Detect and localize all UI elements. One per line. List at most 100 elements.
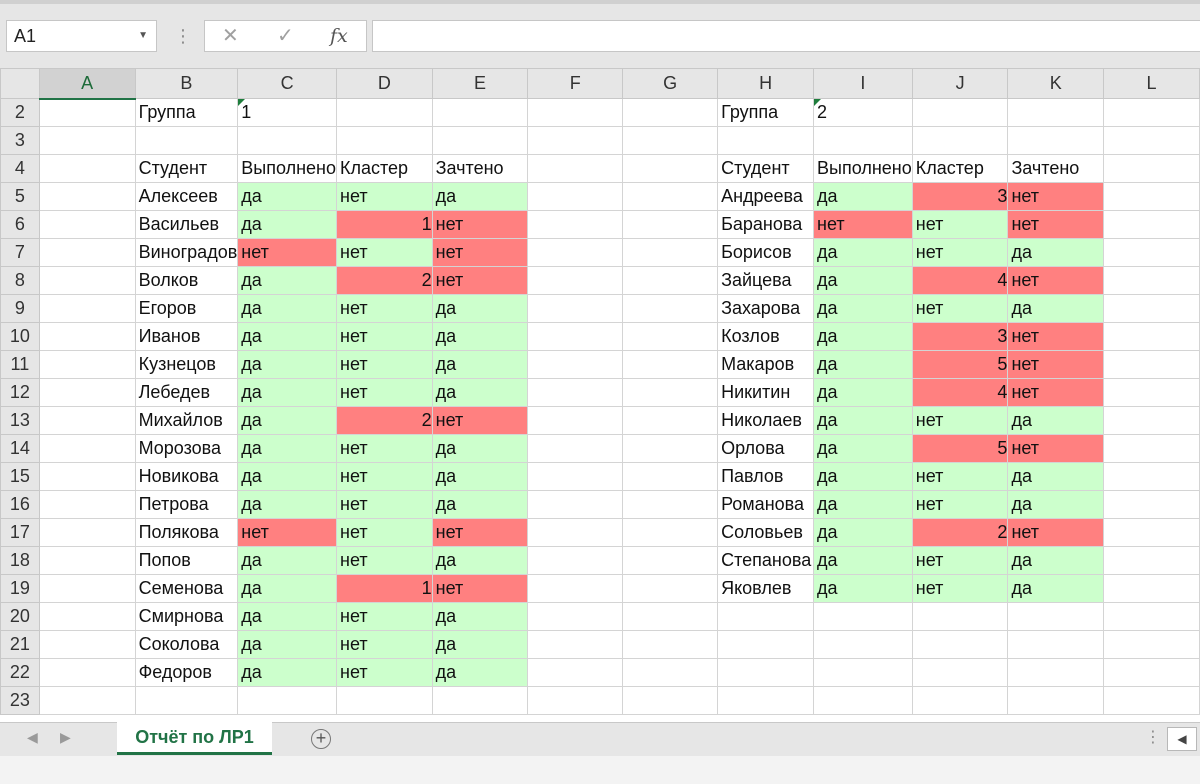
- cell-G9[interactable]: [622, 294, 719, 323]
- cell-L13[interactable]: [1103, 406, 1200, 435]
- cell-K12[interactable]: нет: [1007, 378, 1105, 407]
- column-header[interactable]: C: [237, 68, 337, 99]
- cell-D5[interactable]: нет: [336, 182, 433, 211]
- cell-H19[interactable]: Яковлев: [717, 574, 815, 603]
- cell-D22[interactable]: нет: [336, 658, 433, 687]
- cell-K18[interactable]: да: [1007, 546, 1105, 575]
- cell-F23[interactable]: [527, 686, 624, 715]
- row-header[interactable]: 17: [0, 518, 40, 547]
- row-header[interactable]: 9: [0, 294, 40, 323]
- cell-L12[interactable]: [1103, 378, 1200, 407]
- row-header[interactable]: 18: [0, 546, 40, 575]
- sheet-tab-active[interactable]: Отчёт по ЛР1: [117, 722, 272, 755]
- cell-H15[interactable]: Павлов: [717, 462, 815, 491]
- scroll-tabs-left-icon[interactable]: ◀: [27, 729, 38, 745]
- row-header[interactable]: 19: [0, 574, 40, 603]
- cell-G13[interactable]: [622, 406, 719, 435]
- cell-G14[interactable]: [622, 434, 719, 463]
- cell-K3[interactable]: [1007, 126, 1105, 155]
- cell-E15[interactable]: да: [431, 462, 529, 491]
- row-header[interactable]: 14: [0, 434, 40, 463]
- cell-K10[interactable]: нет: [1007, 322, 1105, 351]
- cell-G15[interactable]: [622, 462, 719, 491]
- cell-C18[interactable]: да: [237, 546, 337, 575]
- cell-J6[interactable]: нет: [911, 210, 1009, 239]
- cell-K13[interactable]: да: [1007, 406, 1105, 435]
- cell-H13[interactable]: Николаев: [717, 406, 815, 435]
- cell-K19[interactable]: да: [1007, 574, 1105, 603]
- cell-B3[interactable]: [134, 126, 239, 155]
- cell-J17[interactable]: 2: [911, 518, 1009, 547]
- cell-E19[interactable]: нет: [431, 574, 529, 603]
- cell-D6[interactable]: 1: [336, 210, 433, 239]
- cell-D3[interactable]: [336, 126, 433, 155]
- cell-B9[interactable]: Егоров: [134, 294, 239, 323]
- cell-B6[interactable]: Васильев: [134, 210, 239, 239]
- cell-H5[interactable]: Андреева: [717, 182, 815, 211]
- cell-E14[interactable]: да: [431, 434, 529, 463]
- cell-A6[interactable]: [38, 210, 136, 239]
- cell-F4[interactable]: [527, 154, 624, 183]
- cell-E13[interactable]: нет: [431, 406, 529, 435]
- cell-E22[interactable]: да: [431, 658, 529, 687]
- cancel-icon[interactable]: ✕: [222, 25, 239, 47]
- cell-F20[interactable]: [527, 602, 624, 631]
- cell-L10[interactable]: [1103, 322, 1200, 351]
- cell-I4[interactable]: Выполнено: [813, 154, 913, 183]
- cell-D23[interactable]: [336, 686, 433, 715]
- cell-G19[interactable]: [622, 574, 719, 603]
- cell-C15[interactable]: да: [237, 462, 337, 491]
- cell-H23[interactable]: [717, 686, 815, 715]
- cell-F18[interactable]: [527, 546, 624, 575]
- cell-I18[interactable]: да: [813, 546, 913, 575]
- cell-C19[interactable]: да: [237, 574, 337, 603]
- add-sheet-icon[interactable]: +: [311, 729, 331, 749]
- cell-F11[interactable]: [527, 350, 624, 379]
- cell-K17[interactable]: нет: [1007, 518, 1105, 547]
- cell-D13[interactable]: 2: [336, 406, 433, 435]
- cell-I20[interactable]: [813, 602, 913, 631]
- cell-G22[interactable]: [622, 658, 719, 687]
- cell-A11[interactable]: [38, 350, 136, 379]
- cell-D16[interactable]: нет: [336, 490, 433, 519]
- cell-A7[interactable]: [38, 238, 136, 267]
- cell-D20[interactable]: нет: [336, 602, 433, 631]
- cell-G6[interactable]: [622, 210, 719, 239]
- cell-J16[interactable]: нет: [911, 490, 1009, 519]
- cell-J22[interactable]: [911, 658, 1009, 687]
- cell-G7[interactable]: [622, 238, 719, 267]
- cell-F22[interactable]: [527, 658, 624, 687]
- cell-I23[interactable]: [813, 686, 913, 715]
- cell-G16[interactable]: [622, 490, 719, 519]
- cell-K2[interactable]: [1007, 98, 1105, 127]
- cell-C8[interactable]: да: [237, 266, 337, 295]
- row-header[interactable]: 10: [0, 322, 40, 351]
- cell-E8[interactable]: нет: [431, 266, 529, 295]
- cell-I17[interactable]: да: [813, 518, 913, 547]
- cell-L21[interactable]: [1103, 630, 1200, 659]
- cell-C3[interactable]: [237, 126, 337, 155]
- cell-A8[interactable]: [38, 266, 136, 295]
- column-header[interactable]: G: [622, 68, 719, 99]
- cell-F21[interactable]: [527, 630, 624, 659]
- cell-F13[interactable]: [527, 406, 624, 435]
- cell-F7[interactable]: [527, 238, 624, 267]
- cell-I10[interactable]: да: [813, 322, 913, 351]
- cell-F8[interactable]: [527, 266, 624, 295]
- cell-J15[interactable]: нет: [911, 462, 1009, 491]
- cell-J9[interactable]: нет: [911, 294, 1009, 323]
- cell-G21[interactable]: [622, 630, 719, 659]
- cell-H6[interactable]: Баранова: [717, 210, 815, 239]
- cell-I3[interactable]: [813, 126, 913, 155]
- cell-L19[interactable]: [1103, 574, 1200, 603]
- cell-J19[interactable]: нет: [911, 574, 1009, 603]
- cell-F19[interactable]: [527, 574, 624, 603]
- cell-J13[interactable]: нет: [911, 406, 1009, 435]
- cell-K16[interactable]: да: [1007, 490, 1105, 519]
- cell-E12[interactable]: да: [431, 378, 529, 407]
- cell-B20[interactable]: Смирнова: [134, 602, 239, 631]
- cell-I15[interactable]: да: [813, 462, 913, 491]
- cell-L23[interactable]: [1103, 686, 1200, 715]
- cell-E17[interactable]: нет: [431, 518, 529, 547]
- cell-L4[interactable]: [1103, 154, 1200, 183]
